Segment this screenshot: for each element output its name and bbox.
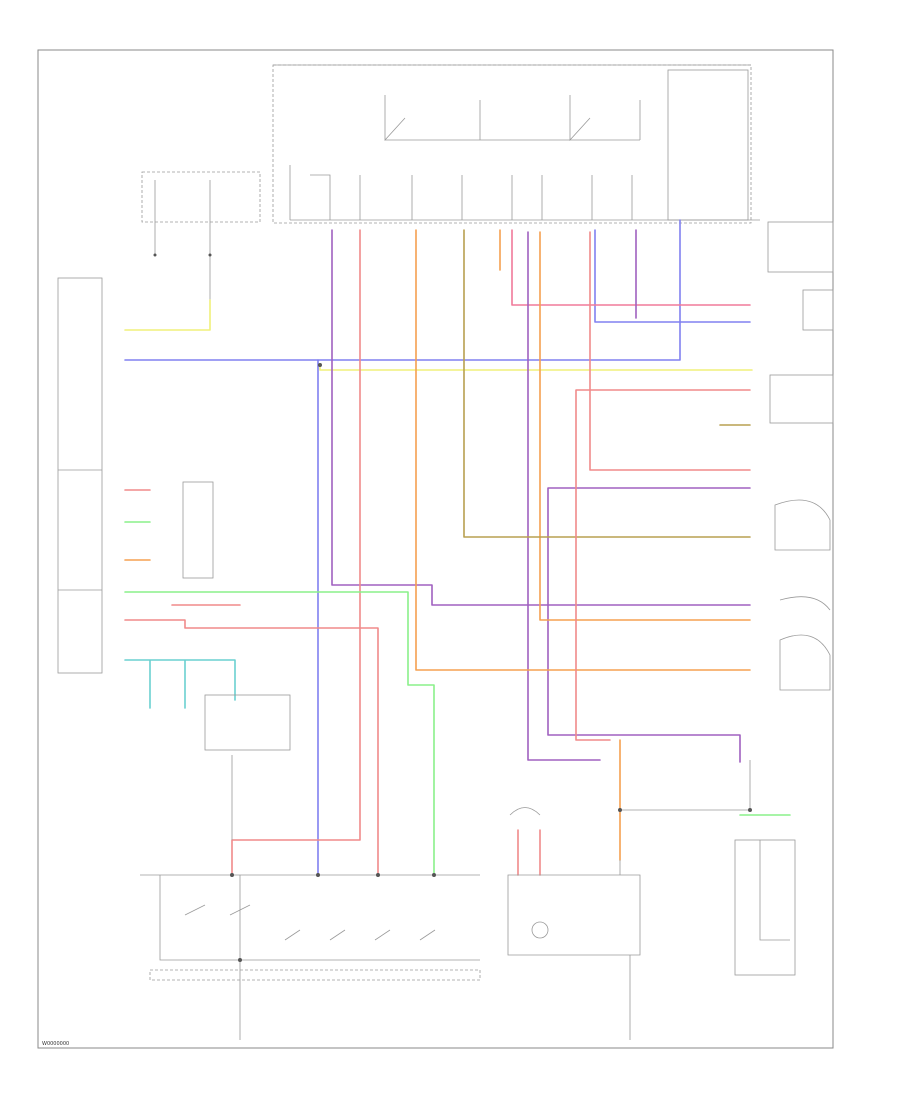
wire-green	[124, 591, 791, 876]
wire-violet	[331, 229, 751, 763]
bottom-switch-area	[140, 694, 641, 1040]
control-module	[57, 277, 103, 674]
wire-teal	[124, 659, 236, 709]
switch-area-top-left	[141, 171, 261, 300]
wire-orange	[415, 229, 751, 861]
right-connectors	[767, 221, 834, 691]
wire-blue	[124, 219, 751, 876]
fuse-box-area	[272, 64, 760, 224]
inner-module	[182, 481, 214, 579]
bottom-right-circuit	[620, 760, 796, 976]
wire-pink-upper	[511, 229, 751, 306]
diagram-code: W0000000	[42, 1041, 69, 1047]
junction-dots	[230, 363, 752, 962]
diagram-frame	[37, 49, 834, 1049]
module-pin-stubs	[124, 489, 151, 561]
wire-red	[124, 229, 751, 876]
wire-olive	[463, 229, 751, 538]
